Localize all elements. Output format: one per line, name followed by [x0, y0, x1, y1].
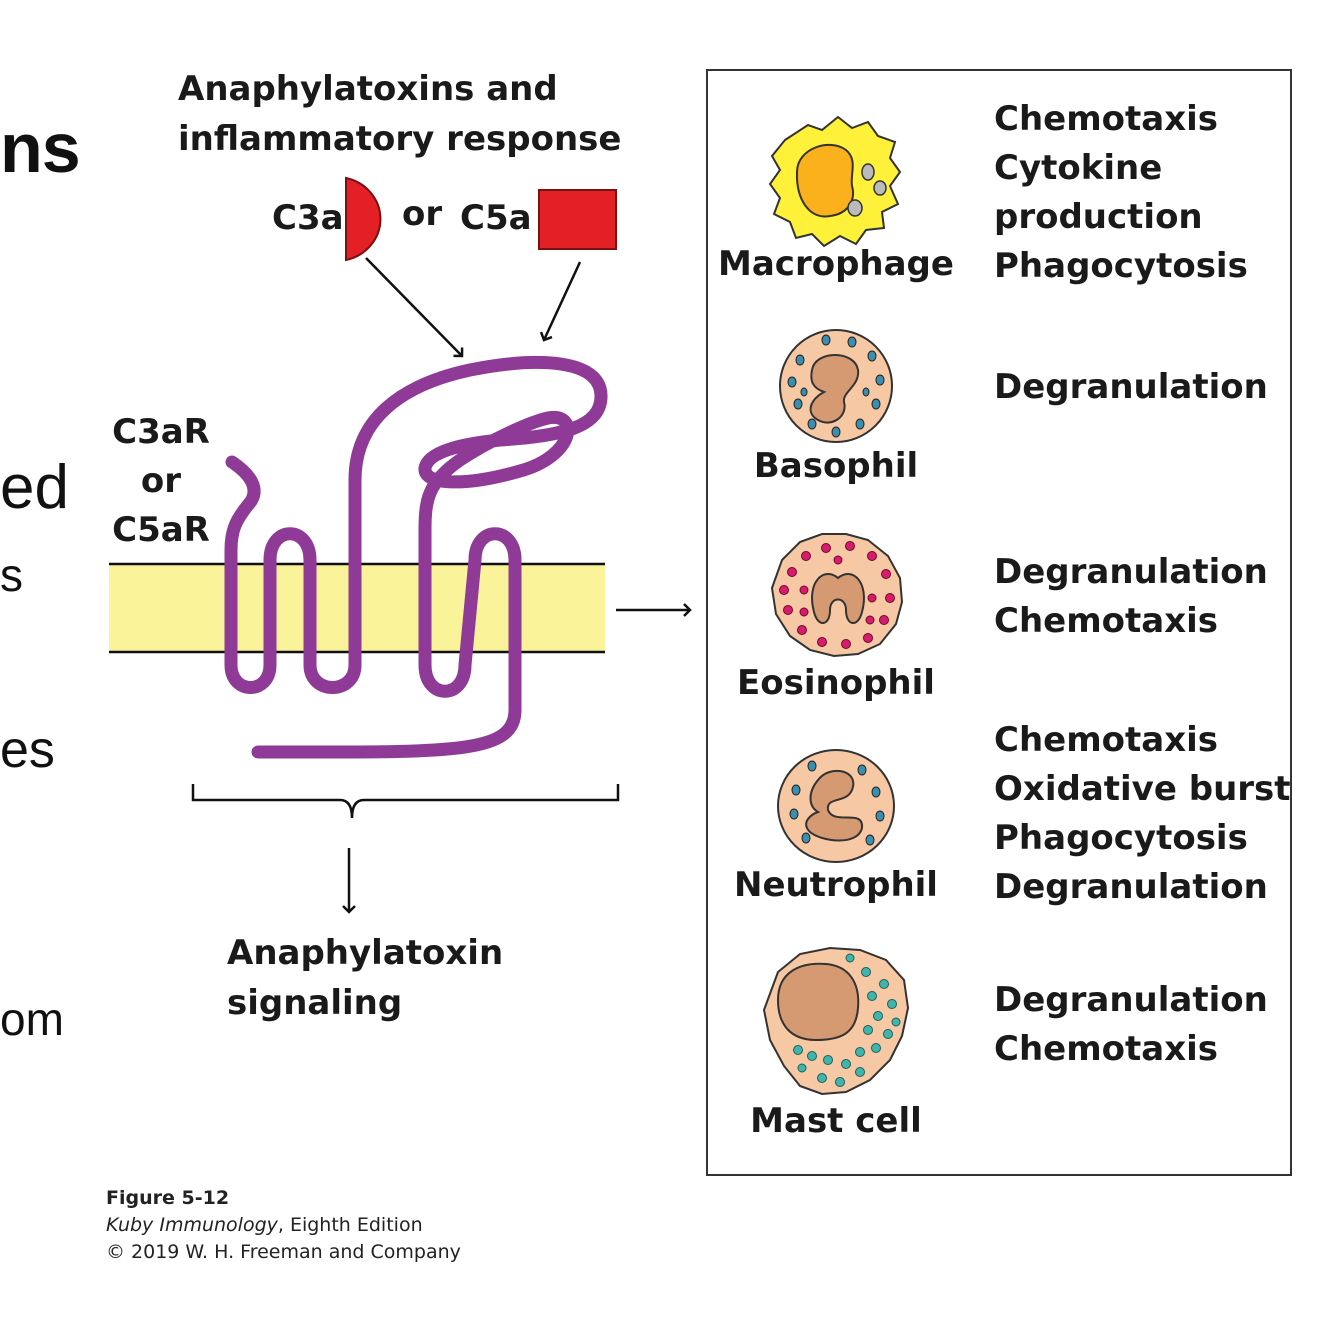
- mast-cell-icon: [762, 946, 910, 1096]
- c3a-binding-arrow: [365, 257, 464, 358]
- mast-cell-functions: Degranulation Chemotaxis: [994, 980, 1268, 1069]
- diagram-title: Anaphylatoxins and inflammatory response: [178, 69, 622, 159]
- cell-name-neutrophil: Neutrophil: [734, 865, 938, 905]
- signaling-brace: [191, 784, 620, 819]
- basophil-icon: [779, 329, 893, 443]
- neutrophil-icon: [777, 749, 895, 863]
- signaling-label: Anaphylatoxin signaling: [227, 933, 504, 1023]
- receptor-label: C3aR or C5aR: [112, 412, 210, 550]
- slide-text-fragment: ed: [0, 453, 69, 522]
- basophil-functions: Degranulation: [994, 367, 1268, 407]
- effector-cell-panel: [706, 69, 1292, 1176]
- cell-name-basophil: Basophil: [753, 446, 919, 486]
- eosinophil-icon: [770, 533, 904, 658]
- slide-text-fragment: ns: [0, 109, 81, 187]
- slide-text-fragment: s: [0, 549, 23, 601]
- macrophage-functions: Chemotaxis Cytokine production Phagocyto…: [994, 99, 1248, 286]
- cell-name-mast-cell: Mast cell: [750, 1101, 922, 1141]
- neutrophil-functions: Chemotaxis Oxidative burst Phagocytosis …: [994, 720, 1291, 907]
- or-label: or: [402, 194, 443, 234]
- c5a-ligand-shape: [538, 189, 617, 250]
- eosinophil-functions: Degranulation Chemotaxis: [994, 552, 1268, 641]
- cell-name-eosinophil: Eosinophil: [737, 663, 935, 703]
- receptor-chain: [224, 356, 608, 759]
- book-citation: Kuby Immunology, Eighth Edition: [106, 1214, 423, 1236]
- slide-text-fragment: om: [0, 993, 64, 1045]
- c5a-label: C5a: [460, 198, 532, 238]
- cell-name-macrophage: Macrophage: [718, 244, 954, 284]
- figure-caption: Figure 5-12 Kuby Immunology, Eighth Edit…: [106, 1185, 461, 1266]
- figure-number: Figure 5-12: [106, 1187, 230, 1209]
- c5a-binding-arrow: [539, 261, 582, 342]
- slide-text-fragment: es: [0, 721, 55, 779]
- macrophage-icon: [768, 115, 902, 248]
- c3a-label: C3a: [272, 198, 344, 238]
- c3a-ligand-shape: [345, 176, 382, 262]
- copyright-notice: © 2019 W. H. Freeman and Company: [106, 1241, 461, 1263]
